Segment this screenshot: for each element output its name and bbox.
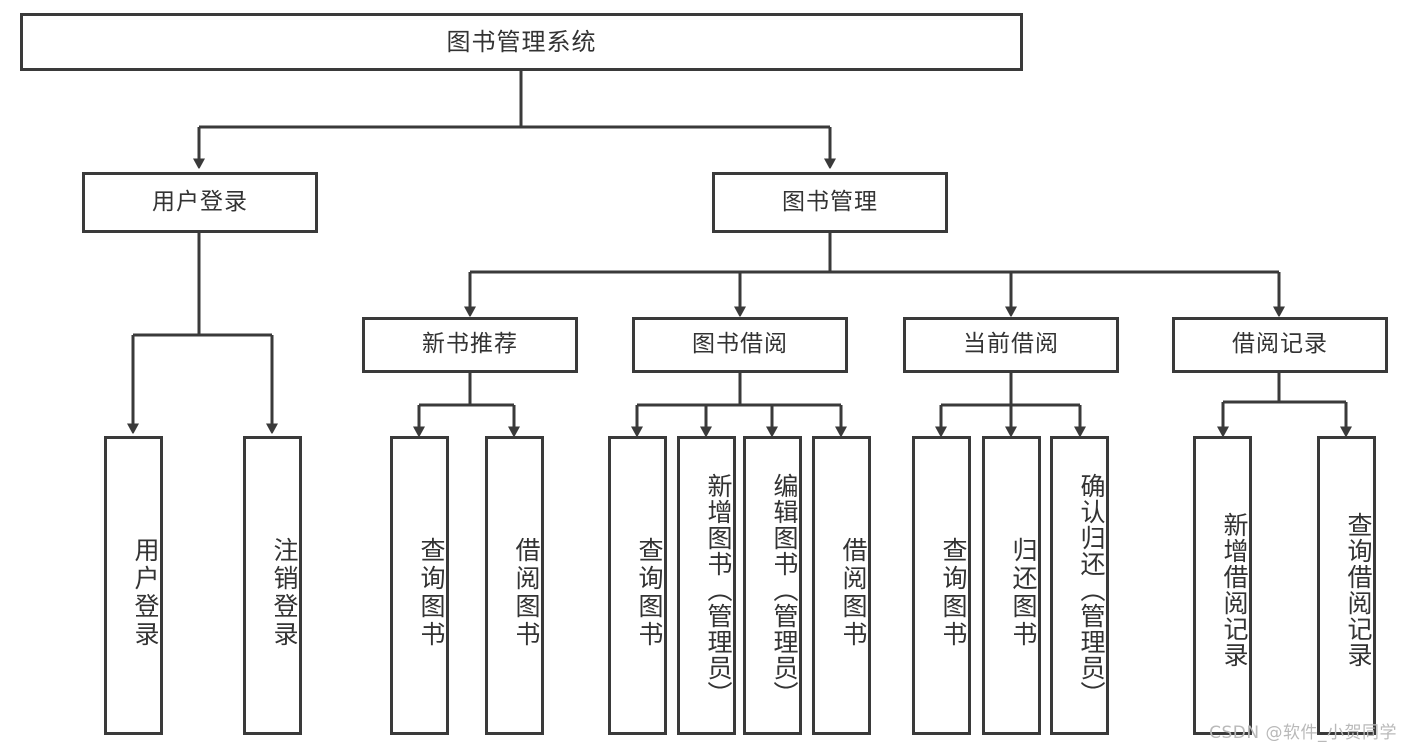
node-borrow-record[interactable]: 借阅记录	[1172, 317, 1388, 373]
leaf-logout-login[interactable]: 注销登录	[243, 436, 302, 735]
node-label: 图书管理	[782, 188, 878, 215]
node-user-login[interactable]: 用户登录	[82, 172, 318, 233]
leaf-current-borrow-return-book[interactable]: 归还图书	[982, 436, 1041, 735]
node-label: 确认归还（管理员）	[1077, 472, 1106, 707]
node-label: 借阅图书	[839, 536, 868, 649]
node-label: 用户登录	[152, 188, 248, 215]
node-label: 借阅记录	[1232, 331, 1328, 358]
node-label: 归还图书	[1009, 536, 1038, 649]
node-label: 图书管理系统	[446, 27, 597, 56]
leaf-book-borrow-query-book[interactable]: 查询图书	[608, 436, 667, 735]
node-label: 查询图书	[417, 536, 446, 649]
node-label: 编辑图书（管理员）	[770, 472, 799, 707]
node-current-borrow[interactable]: 当前借阅	[903, 317, 1119, 373]
node-label: 图书借阅	[692, 331, 788, 358]
node-label: 新增借阅记录	[1220, 511, 1249, 668]
node-label: 借阅图书	[512, 536, 541, 649]
leaf-borrow-record-query-record[interactable]: 查询借阅记录	[1317, 436, 1376, 735]
leaf-new-book-borrow-book[interactable]: 借阅图书	[485, 436, 544, 735]
node-label: 当前借阅	[963, 331, 1059, 358]
node-book-management[interactable]: 图书管理	[712, 172, 948, 233]
leaf-book-borrow-borrow-book[interactable]: 借阅图书	[812, 436, 871, 735]
node-label: 用户登录	[131, 536, 160, 649]
node-label: 新书推荐	[422, 331, 518, 358]
leaf-user-login[interactable]: 用户登录	[104, 436, 163, 735]
node-label: 查询图书	[635, 536, 664, 649]
leaf-current-borrow-query-book[interactable]: 查询图书	[912, 436, 971, 735]
node-label: 新增图书（管理员）	[704, 472, 733, 707]
leaf-borrow-record-add-record[interactable]: 新增借阅记录	[1193, 436, 1252, 735]
leaf-new-book-query-book[interactable]: 查询图书	[390, 436, 449, 735]
node-label: 查询借阅记录	[1344, 511, 1373, 668]
node-root-book-management-system[interactable]: 图书管理系统	[20, 13, 1023, 71]
node-label: 查询图书	[939, 536, 968, 649]
node-book-borrow[interactable]: 图书借阅	[632, 317, 848, 373]
leaf-book-borrow-edit-book-admin[interactable]: 编辑图书（管理员）	[743, 436, 802, 735]
node-label: 注销登录	[270, 536, 299, 649]
node-new-book-recommend[interactable]: 新书推荐	[362, 317, 578, 373]
leaf-book-borrow-add-book-admin[interactable]: 新增图书（管理员）	[677, 436, 736, 735]
leaf-current-borrow-confirm-return-admin[interactable]: 确认归还（管理员）	[1050, 436, 1109, 735]
